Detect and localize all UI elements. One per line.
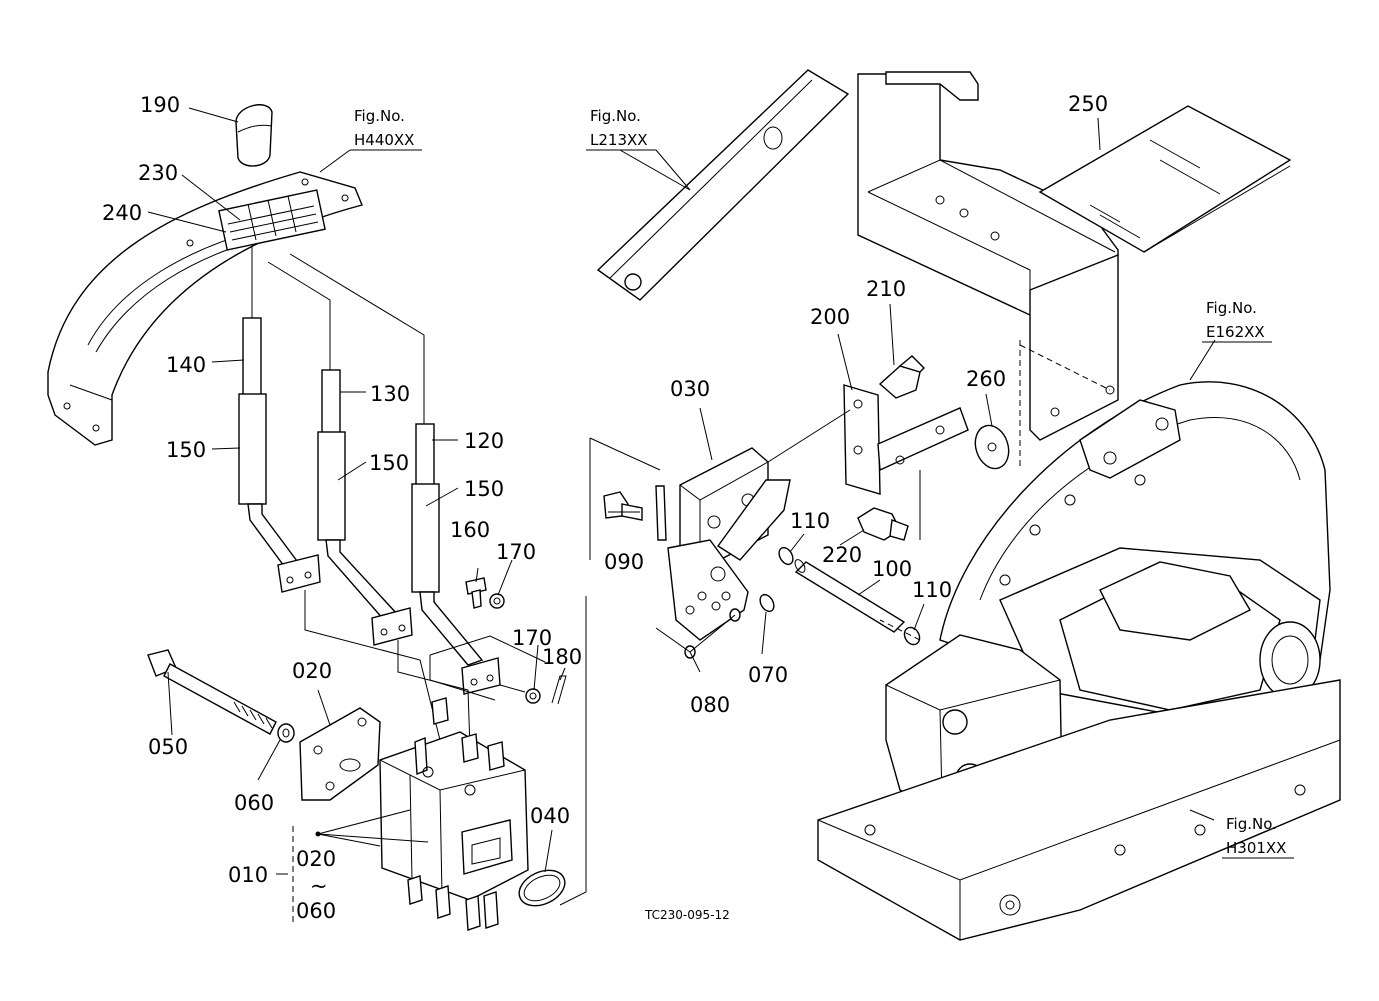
bolt-050 [147, 649, 277, 735]
guide-lines [251, 246, 425, 425]
drawing-code: TC230-095-12 [644, 908, 730, 922]
fig-ref-l213[interactable]: Fig.No. L213XX [586, 107, 691, 191]
label-020-b: 020 [296, 847, 336, 871]
label-240: 240 [102, 201, 142, 225]
label-080: 080 [690, 693, 730, 717]
label-030: 030 [670, 377, 710, 401]
base-frame [817, 679, 1341, 941]
washer-170-lower [525, 688, 541, 704]
label-150-a: 150 [166, 438, 206, 462]
label-110-a: 110 [790, 509, 830, 533]
svg-text:Fig.No.: Fig.No. [1226, 815, 1277, 833]
bracket-200 [843, 384, 969, 495]
center-leaders [589, 117, 1216, 821]
block-030 [655, 447, 791, 641]
label-060-b: 060 [296, 899, 336, 923]
transmission-case [939, 381, 1331, 721]
left-group-leaders [147, 107, 587, 926]
label-150-c: 150 [464, 477, 504, 501]
label-070: 070 [748, 663, 788, 687]
part-labels: 190 230 240 140 130 120 150 150 150 160 … [102, 92, 1108, 923]
label-050: 050 [148, 735, 188, 759]
svg-text:Fig.No.: Fig.No. [1206, 299, 1257, 317]
label-150-b: 150 [369, 451, 409, 475]
fitting-090 [603, 491, 643, 521]
svg-text:L213XX: L213XX [590, 131, 648, 149]
bolt-160 [465, 577, 487, 609]
linkage-lines [304, 590, 546, 749]
label-160: 160 [450, 518, 490, 542]
control-valve-010 [379, 697, 529, 931]
cotter-pin-180 [551, 675, 567, 705]
lever-120 [411, 423, 501, 695]
washer-170-upper [489, 593, 505, 609]
label-110-b: 110 [912, 578, 952, 602]
label-250: 250 [1068, 92, 1108, 116]
svg-text:E162XX: E162XX [1206, 323, 1265, 341]
lever-knob-190 [235, 104, 273, 167]
pipe-100 [794, 559, 906, 633]
label-020-a: 020 [292, 659, 332, 683]
label-120: 120 [464, 429, 504, 453]
label-100: 100 [872, 557, 912, 581]
label-130: 130 [370, 382, 410, 406]
label-200: 200 [810, 305, 850, 329]
label-190: 190 [140, 93, 180, 117]
figure-references: Fig.No. H440XX Fig.No. L213XX Fig.No. E1… [319, 107, 1294, 859]
bracket-frame [857, 71, 1119, 470]
fig-ref-h440[interactable]: Fig.No. H440XX [319, 107, 422, 173]
washer-260 [974, 424, 1010, 470]
o-ring-040 [518, 869, 566, 907]
label-210: 210 [866, 277, 906, 301]
washer-060 [277, 723, 295, 743]
svg-text:H440XX: H440XX [354, 131, 414, 149]
fitting-210 [878, 355, 925, 399]
label-140: 140 [166, 353, 206, 377]
svg-text:Fig.No.: Fig.No. [354, 107, 405, 125]
svg-text:H301XX: H301XX [1226, 839, 1286, 857]
label-040: 040 [530, 804, 570, 828]
fitting-220 [857, 507, 909, 541]
label-010: 010 [228, 863, 268, 887]
label-260: 260 [966, 367, 1006, 391]
label-090: 090 [604, 550, 644, 574]
lever-130 [317, 369, 413, 646]
lever-guide-plates-230-240 [218, 189, 326, 251]
lever-140 [238, 317, 321, 593]
manual-250 [1038, 105, 1292, 253]
fig-ref-h301[interactable]: Fig.No. H301XX [1222, 815, 1294, 859]
frame-bar [596, 69, 850, 301]
label-060-a: 060 [234, 791, 274, 815]
label-180: 180 [542, 645, 582, 669]
label-170-a: 170 [496, 540, 536, 564]
fig-ref-e162[interactable]: Fig.No. E162XX [1202, 299, 1272, 343]
label-tilde: ~ [310, 874, 328, 898]
label-220: 220 [822, 543, 862, 567]
label-170-b: 170 [512, 626, 552, 650]
label-230: 230 [138, 161, 178, 185]
svg-text:Fig.No.: Fig.No. [590, 107, 641, 125]
cover-020 [299, 707, 381, 801]
